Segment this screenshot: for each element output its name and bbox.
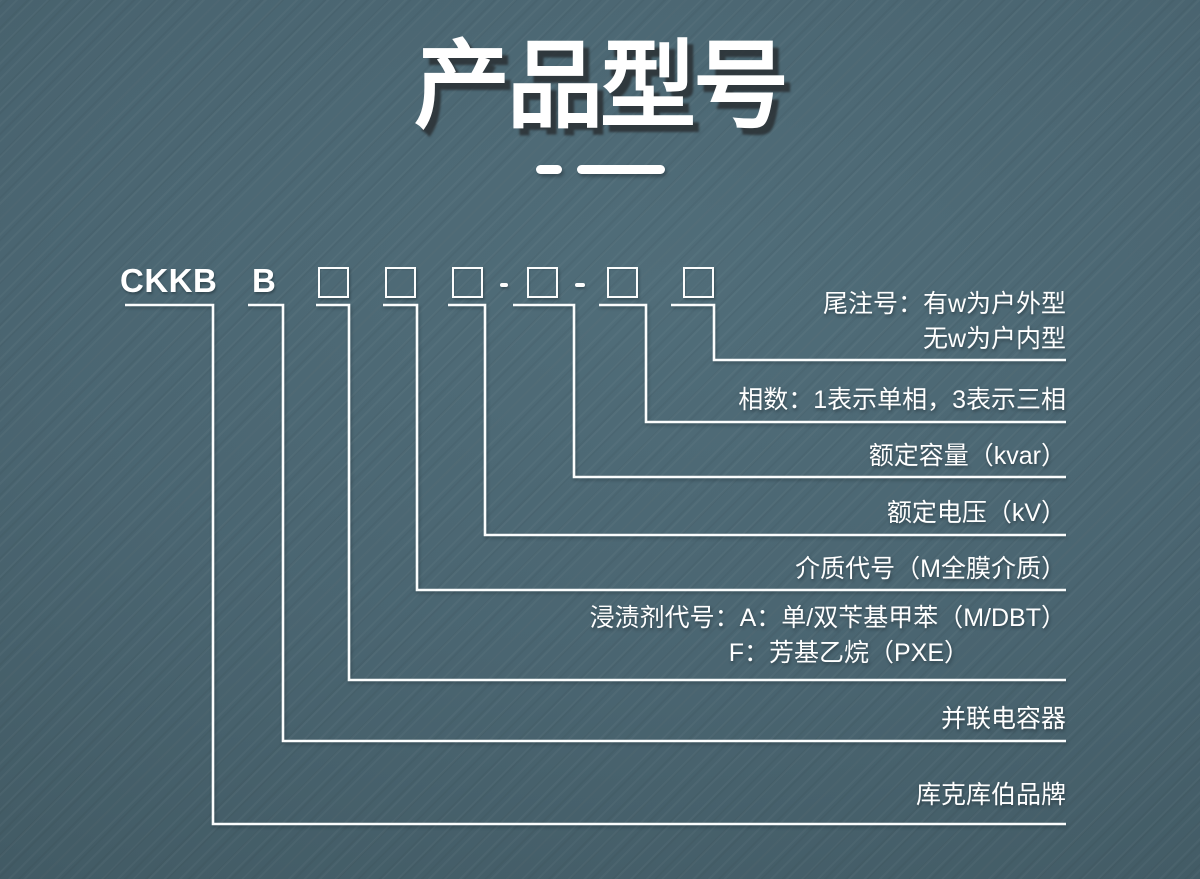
title-underline-bar (576, 165, 665, 174)
connector-impregnant-code (316, 303, 1066, 682)
label-tail-note-line2: 无w为户内型 (922, 325, 1066, 353)
model-placeholder-box-2 (385, 267, 416, 298)
label-impregnant-code: 浸渍剂代号：A：单/双苄基甲苯（M/DBT） F：芳基乙烷（PXE） (590, 601, 1066, 671)
connector-medium-code (383, 303, 1066, 592)
title-underline-dash (535, 165, 562, 174)
label-shunt-capacitor-text: 并联电容器 (940, 705, 1066, 733)
connector-tail-note (671, 303, 1066, 362)
label-rated-voltage-text: 额定电压（kV） (886, 499, 1066, 527)
model-placeholder-box-4 (527, 267, 558, 298)
model-placeholder-box-3 (452, 267, 483, 298)
label-impregnant-code-line2: F：芳基乙烷（PXE） (728, 639, 969, 667)
label-tail-note: 尾注号：有w为户外型 无w为户内型 (823, 287, 1066, 357)
connector-shunt-capacitor (248, 303, 1066, 743)
model-placeholder-box-1 (318, 267, 349, 298)
title-underline-decoration (0, 165, 1200, 174)
connector-brand (125, 303, 1066, 826)
label-rated-capacity-text: 额定容量（kvar） (868, 442, 1066, 470)
label-medium-code-text: 介质代号（M全膜介质） (795, 555, 1066, 583)
model-dash-separator-2 (575, 283, 585, 287)
connector-rated-voltage (448, 303, 1066, 537)
label-shunt-capacitor: 并联电容器 (941, 702, 1066, 737)
model-placeholder-box-6 (683, 267, 714, 298)
connector-phase-count (599, 303, 1066, 424)
model-prefix: CKKB (120, 262, 218, 299)
label-tail-note-line1: 尾注号：有w为户外型 (822, 290, 1066, 318)
model-placeholder-box-5 (607, 267, 638, 298)
label-phase-count: 相数：1表示单相，3表示三相 (738, 383, 1066, 418)
label-rated-capacity: 额定容量（kvar） (869, 439, 1066, 474)
model-series-letter: B (252, 262, 277, 299)
label-brand: 库克库伯品牌 (916, 778, 1066, 813)
label-rated-voltage: 额定电压（kV） (887, 496, 1066, 531)
label-medium-code: 介质代号（M全膜介质） (795, 552, 1066, 587)
label-brand-text: 库克库伯品牌 (915, 781, 1066, 809)
connector-rated-capacity (513, 303, 1066, 479)
model-dash-separator-1 (500, 283, 508, 287)
label-phase-count-text: 相数：1表示单相，3表示三相 (738, 386, 1066, 414)
page-title: 产品型号 (414, 33, 789, 140)
label-impregnant-code-line1: 浸渍剂代号：A：单/双苄基甲苯（M/DBT） (589, 604, 1066, 632)
